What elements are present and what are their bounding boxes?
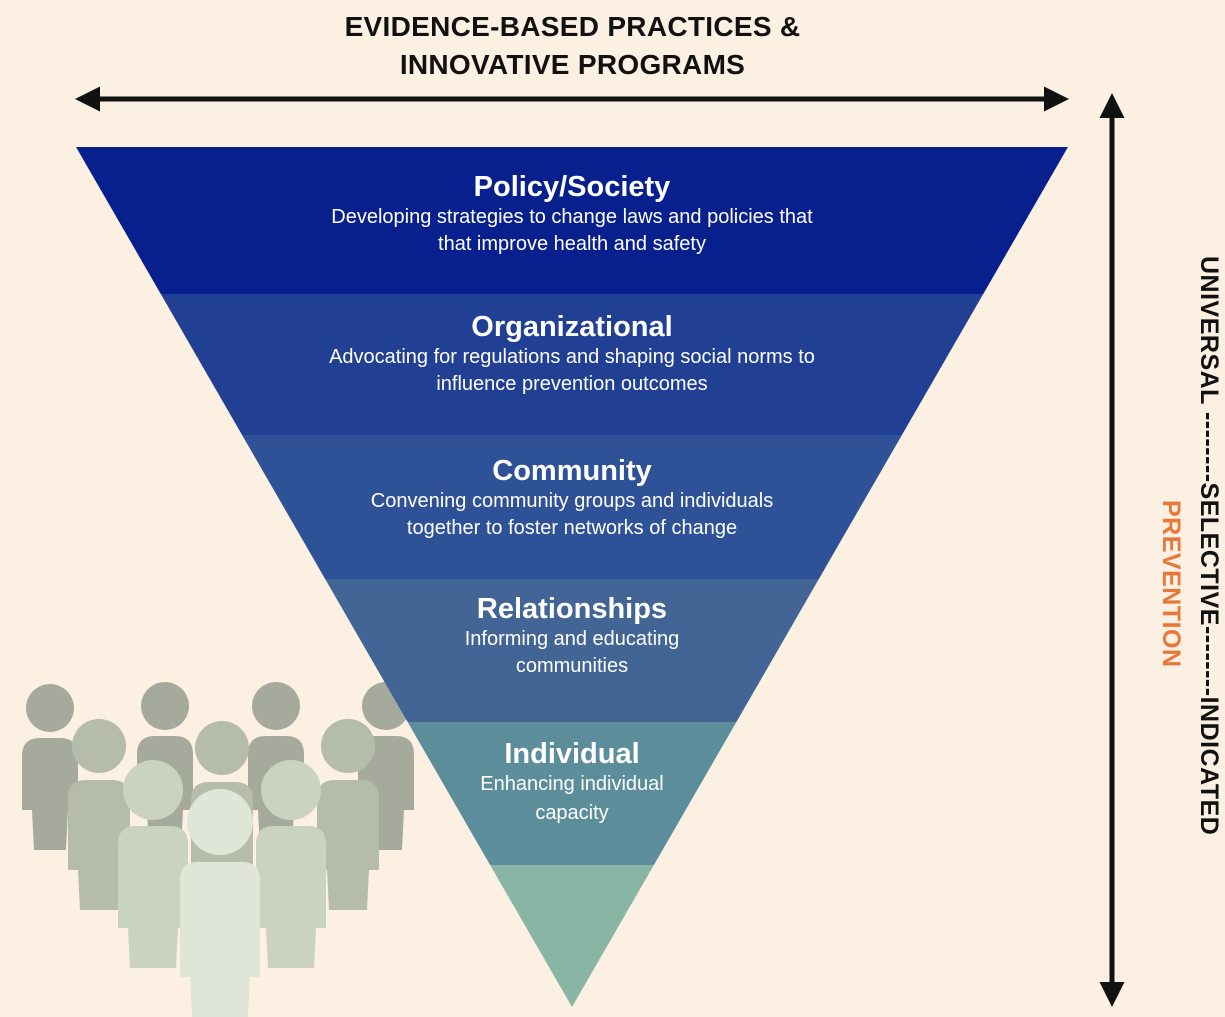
tier-title: Policy/Society — [473, 171, 671, 203]
tier-title: Relationships — [476, 593, 668, 625]
person-head — [321, 719, 375, 773]
tier-description-line-1: Developing strategies to change laws and… — [331, 206, 813, 228]
person-body — [317, 780, 379, 910]
people-crowd-icon — [22, 682, 414, 1017]
tier-description-line-1: Convening community groups and individua… — [370, 490, 774, 512]
prevention-text: PREVENTION — [1157, 500, 1185, 668]
tier-policy-society: Policy/Society Developing strategies to … — [262, 170, 882, 258]
person-head — [261, 760, 321, 820]
pyramid-tier-band — [160, 294, 984, 435]
person-body — [68, 780, 130, 910]
tier-organizational: Organizational Advocating for regulation… — [262, 310, 882, 398]
person-head — [195, 721, 249, 775]
tier-individual: Individual Enhancing individual capacity — [262, 737, 882, 827]
tier-description-line-1: Informing and educating — [464, 628, 680, 650]
header-line-1: EVIDENCE-BASED PRACTICES & — [344, 11, 801, 42]
tier-description-line-2: influence prevention outcomes — [436, 373, 708, 395]
pyramid-tier-band — [490, 865, 654, 1007]
tier-description-line-1: Advocating for regulations and shaping s… — [329, 346, 815, 368]
tier-community: Community Convening community groups and… — [262, 454, 882, 542]
person-head — [187, 789, 253, 855]
tier-description-line-2: communities — [515, 655, 629, 677]
person-body — [118, 826, 188, 968]
tier-title: Community — [492, 455, 652, 487]
person-head — [141, 682, 189, 730]
tier-relationships: Relationships Informing and educating co… — [262, 592, 882, 680]
diagram-header: EVIDENCE-BASED PRACTICES & INNOVATIVE PR… — [300, 8, 845, 84]
tier-description-line-2: that improve health and safety — [438, 233, 706, 255]
tier-description-line-2: capacity — [535, 802, 609, 824]
prevention-scale-text: UNIVERSAL --------SELECTIVE--------INDIC… — [1195, 256, 1223, 836]
pyramid-tier-band — [242, 435, 902, 579]
person-body — [180, 862, 260, 1017]
header-line-2: INNOVATIVE PROGRAMS — [399, 49, 746, 80]
pyramid-tier-band — [325, 579, 819, 722]
person-body — [22, 738, 78, 850]
person-head — [26, 684, 74, 732]
person-head — [72, 719, 126, 773]
person-head — [123, 760, 183, 820]
pyramid-tier-band — [407, 722, 737, 865]
tier-description-line-2: together to foster networks of change — [406, 517, 738, 539]
tier-description-line-1: Enhancing individual — [480, 773, 664, 795]
person-body — [256, 826, 326, 968]
inverted-pyramid — [76, 147, 1068, 1007]
tier-title: Individual — [504, 738, 640, 770]
tier-title: Organizational — [471, 311, 673, 343]
prevention-label: PREVENTION — [1156, 500, 1186, 700]
prevention-scale-label: UNIVERSAL --------SELECTIVE--------INDIC… — [1194, 256, 1224, 946]
pyramid-tier-band — [76, 147, 1068, 294]
person-head — [252, 682, 300, 730]
